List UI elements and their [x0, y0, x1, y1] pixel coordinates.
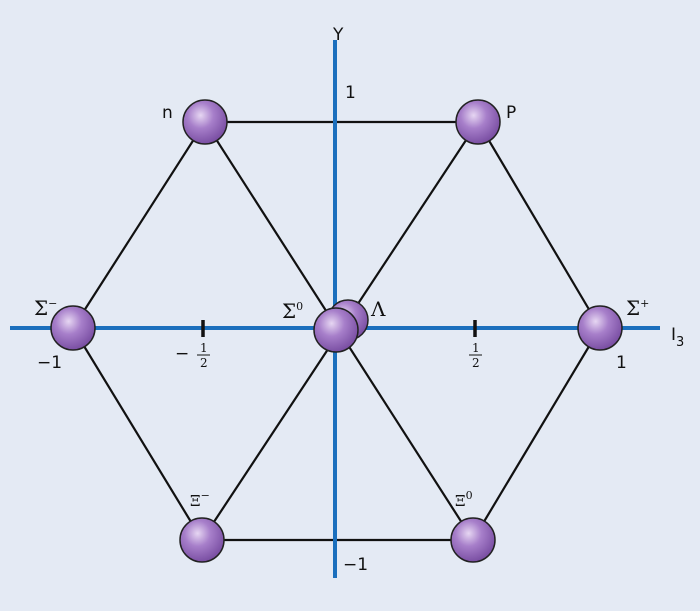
x-tick-left: −1 [37, 353, 62, 373]
particle-sigma-zero [313, 307, 359, 353]
particle-p [455, 99, 501, 145]
half-ticks [201, 320, 477, 337]
label-sigma-plus: Σ+ [626, 296, 649, 320]
x-tick-right: 1 [616, 353, 627, 373]
particle-xi-minus [179, 517, 225, 563]
neg-half-num: 1 [200, 341, 208, 355]
y-tick-top: 1 [345, 83, 356, 103]
edge-n-sigma-minus [72, 121, 206, 329]
i3-label-sub: 3 [676, 335, 684, 350]
label-n: n [162, 103, 173, 123]
particles [50, 99, 623, 563]
label-lambda: Λ [370, 297, 386, 321]
neg-sign: − [175, 344, 189, 364]
pos-half-den: 2 [472, 356, 480, 370]
neg-half-den: 2 [200, 356, 208, 370]
y-axis-label: Y [332, 25, 344, 45]
label-xi-zero: Ξ0 [455, 489, 473, 510]
label-sigma-minus: Σ− [34, 296, 57, 320]
i3-label-main: I [671, 325, 676, 345]
edge-sigma-minus-xi-minus [72, 327, 203, 541]
particle-sigma-minus [50, 305, 96, 351]
i3-axis-label: I3 [671, 325, 684, 350]
particle-xi-zero [450, 517, 496, 563]
edge-sigma-plus-p [477, 121, 601, 329]
label-xi-minus: Ξ− [190, 489, 210, 510]
particle-n [182, 99, 228, 145]
neg-half-label: − 1 2 [175, 341, 210, 370]
label-p: P [506, 103, 516, 123]
edge-xi-zero-sigma-plus [472, 327, 601, 541]
label-sigma-zero: Σ0 [282, 299, 303, 323]
particle-sigma-plus [577, 305, 623, 351]
pos-half-num: 1 [472, 341, 480, 355]
pos-half-label: 1 2 [469, 341, 482, 370]
y-tick-bottom: −1 [343, 555, 368, 575]
